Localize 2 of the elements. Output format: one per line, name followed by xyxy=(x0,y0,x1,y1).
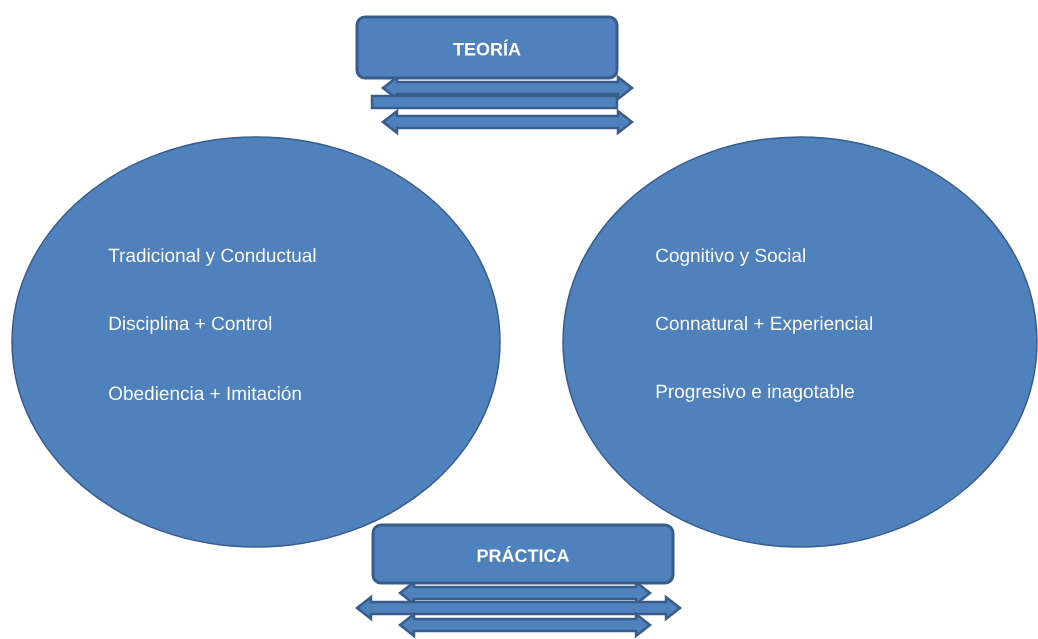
title-box: PRÁCTICA xyxy=(371,523,675,585)
title-box: TEORÍA xyxy=(355,15,619,80)
